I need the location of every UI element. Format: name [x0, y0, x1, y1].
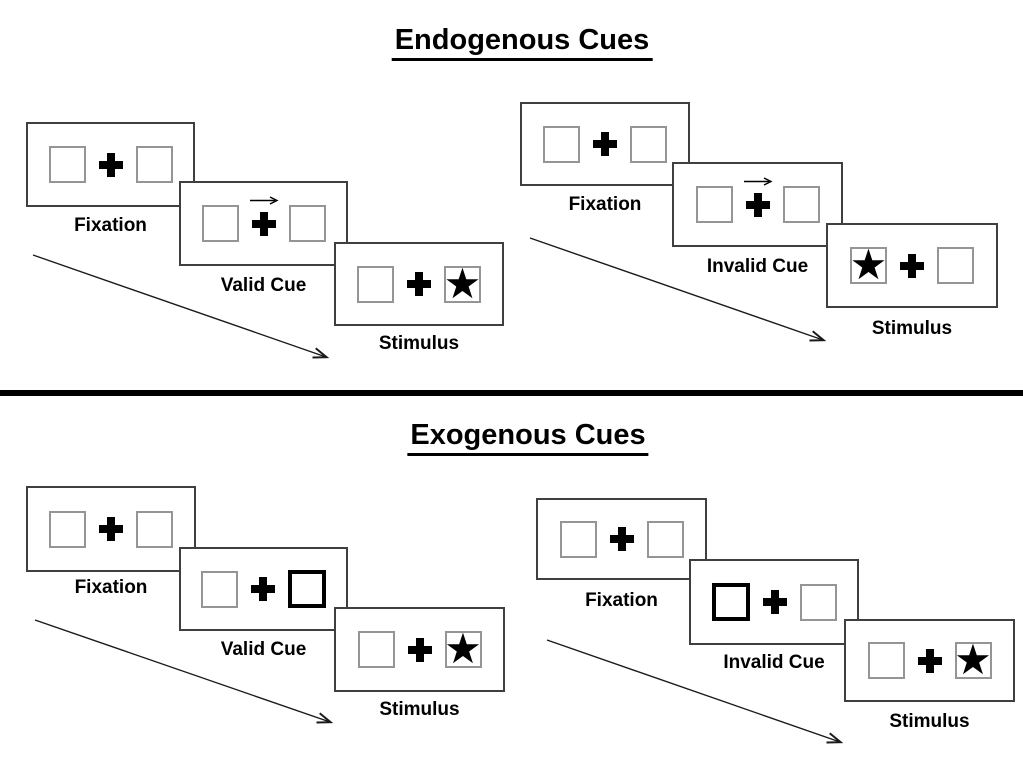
panel-label-valid-cue: Valid Cue: [220, 275, 307, 296]
exogenous-valid-stimulus-panel: ★: [334, 607, 505, 692]
section-title-endogenous: Endogenous Cues: [391, 24, 653, 61]
right-box: [135, 146, 173, 183]
fixation-cross-icon: [900, 253, 924, 278]
left-box: [867, 642, 905, 679]
exogenous-valid-fixation-panel: [26, 486, 196, 572]
fixation-cross-icon: [917, 648, 942, 673]
endogenous-valid-fixation-panel: [26, 122, 195, 207]
section-title-exogenous: Exogenous Cues: [407, 419, 649, 456]
right-box: [937, 247, 974, 284]
fixation-cross-icon: [762, 590, 787, 614]
target-star-icon: ★: [444, 624, 482, 673]
endogenous-invalid-stimulus-panel: ★: [826, 223, 998, 308]
endogenous-valid-stimulus-panel: ★: [334, 242, 504, 326]
right-box-with-star: ★: [444, 624, 482, 673]
panel-label-stimulus: Stimulus: [889, 711, 970, 732]
right-box: [646, 520, 684, 558]
fixation-cross-icon: [609, 527, 634, 551]
fixation-cross-icon: [99, 517, 123, 541]
fixation-cross-icon: [407, 272, 431, 296]
timeline-arrow-endogenous-valid: [32, 254, 330, 359]
timeline-arrow-exogenous-valid: [34, 619, 334, 724]
right-box: [799, 583, 837, 621]
panel-label-fixation: Fixation: [74, 577, 148, 598]
cue-arrow-right-icon: [249, 195, 279, 205]
right-box: [630, 125, 667, 163]
endogenous-invalid-cue-panel: [672, 162, 843, 247]
target-star-icon: ★: [954, 635, 992, 684]
panel-label-stimulus: Stimulus: [871, 318, 953, 339]
left-box-highlighted-cue: [711, 583, 750, 621]
left-box: [48, 146, 86, 183]
target-star-icon: ★: [443, 258, 482, 308]
left-box: [201, 205, 239, 242]
right-box: [136, 510, 173, 548]
target-star-icon: ★: [849, 240, 888, 289]
left-box: [357, 265, 394, 303]
panel-label-fixation: Fixation: [585, 590, 658, 611]
endogenous-invalid-fixation-panel: [520, 102, 690, 186]
right-box: [782, 186, 820, 223]
left-box: [49, 510, 86, 548]
right-box-with-star: ★: [954, 635, 992, 684]
left-box: [357, 631, 395, 668]
left-box: [695, 186, 733, 223]
panel-label-stimulus: Stimulus: [378, 333, 460, 354]
exogenous-invalid-cue-panel: [689, 559, 859, 645]
fixation-cross-icon: [249, 195, 279, 236]
fixation-cross-icon: [251, 577, 275, 601]
panel-label-fixation: Fixation: [568, 194, 642, 215]
panel-label-fixation: Fixation: [74, 215, 147, 236]
panel-label-invalid-cue: Invalid Cue: [706, 256, 809, 277]
right-box-with-star: ★: [443, 258, 482, 308]
panel-label-stimulus: Stimulus: [379, 699, 460, 720]
exogenous-invalid-stimulus-panel: ★: [844, 619, 1015, 702]
right-box: [288, 205, 326, 242]
panel-label-valid-cue: Valid Cue: [220, 639, 307, 660]
exogenous-invalid-fixation-panel: [536, 498, 707, 580]
left-box: [543, 125, 580, 163]
left-box: [201, 570, 238, 608]
panel-label-invalid-cue: Invalid Cue: [723, 652, 825, 673]
section-divider: [0, 390, 1023, 396]
left-box: [559, 520, 597, 558]
endogenous-valid-cue-panel: [179, 181, 348, 266]
fixation-cross-icon: [98, 152, 123, 177]
timeline-arrow-endogenous-invalid: [529, 237, 827, 342]
fixation-cross-icon: [593, 132, 617, 156]
fixation-cross-icon: [743, 176, 773, 217]
cue-arrow-right-icon: [743, 176, 773, 186]
fixation-cross-icon: [407, 637, 432, 662]
right-box-highlighted-cue: [288, 570, 326, 608]
left-box-with-star: ★: [849, 240, 888, 289]
exogenous-valid-cue-panel: [179, 547, 348, 631]
